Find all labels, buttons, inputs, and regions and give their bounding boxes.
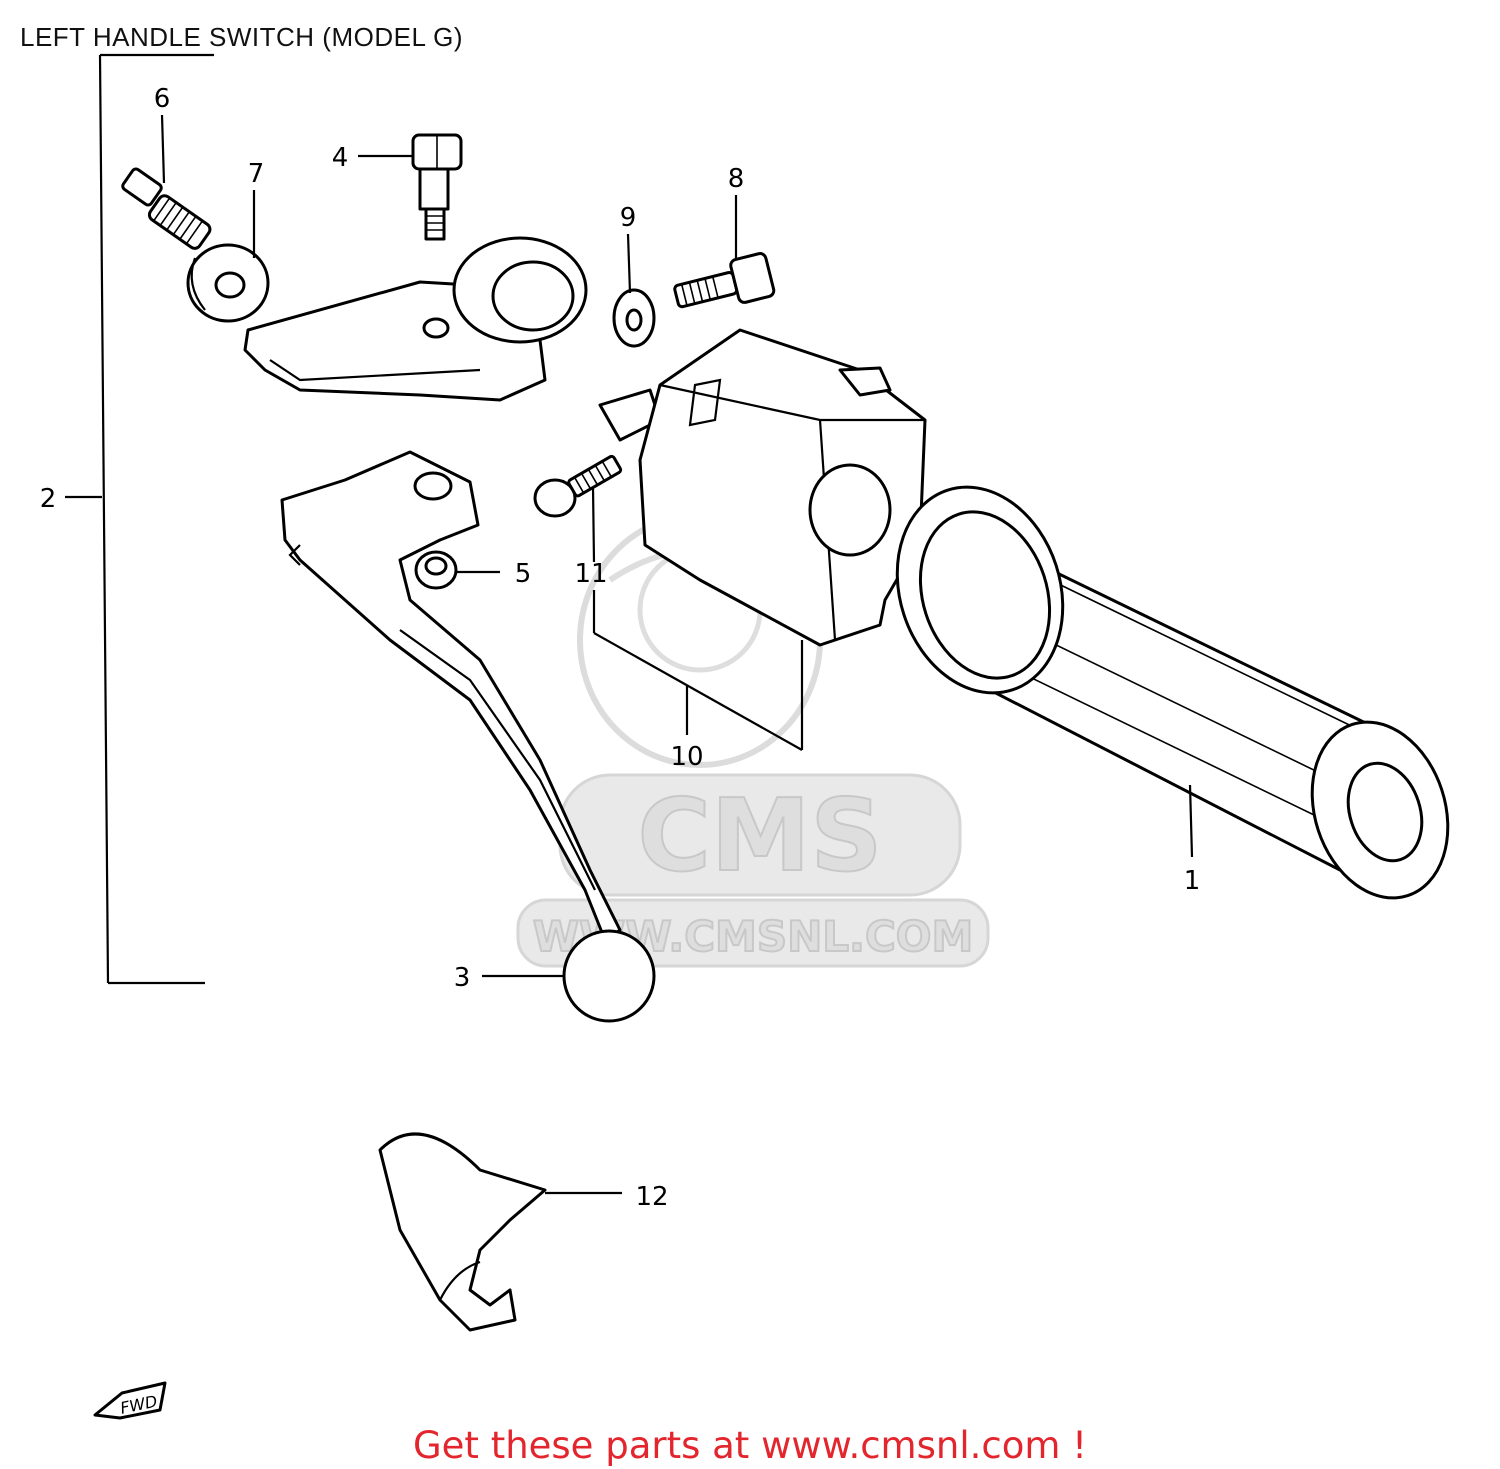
part-5-nut <box>414 550 458 590</box>
assembly-bracket <box>65 53 214 985</box>
callout-6: 6 <box>154 84 171 114</box>
diagram-title: LEFT HANDLE SWITCH (MODEL G) <box>20 22 464 52</box>
part-8-bolt <box>673 252 776 309</box>
part-10-switch-housing <box>598 328 927 647</box>
callout-1: 1 <box>1184 866 1201 896</box>
callout-4: 4 <box>332 143 349 173</box>
callout-3: 3 <box>454 963 471 993</box>
clutch-lever <box>280 450 622 942</box>
part-7-lock-nut <box>186 243 270 323</box>
part-9-washer <box>612 288 656 348</box>
callout-2: 2 <box>40 484 57 514</box>
lever-holder-bracket <box>243 236 588 402</box>
callout-8: 8 <box>728 164 745 194</box>
part-11-screw <box>533 454 623 518</box>
get-parts-link[interactable]: Get these parts at www.cmsnl.com ! <box>412 1424 1087 1467</box>
callout-9: 9 <box>620 203 637 233</box>
part-6-adjuster-bolt <box>121 167 212 250</box>
part-1-grip <box>895 485 1450 900</box>
watermark-brand: CMS <box>638 777 883 894</box>
part-3-ball-end <box>562 929 656 1023</box>
fwd-direction-marker: FWD <box>93 1381 167 1420</box>
callout-10: 10 <box>670 742 703 772</box>
part-4-pivot-bolt <box>411 133 463 241</box>
callout-11: 11 <box>574 559 607 589</box>
callout-7: 7 <box>248 159 265 189</box>
leader-lines <box>160 114 1194 1195</box>
callout-12: 12 <box>635 1182 668 1212</box>
callout-5: 5 <box>515 559 532 589</box>
part-12-lever-cover <box>378 1132 547 1332</box>
callout-labels: 1 2 3 4 5 6 7 8 9 10 11 12 <box>40 84 1201 1212</box>
